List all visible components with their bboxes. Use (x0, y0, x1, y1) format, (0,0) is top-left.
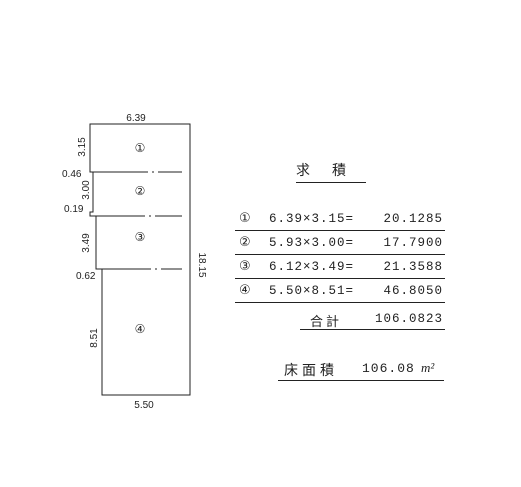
dim-bottom-width: 5.50 (134, 400, 154, 411)
calc-row-4-expr: 5.50×8.51= (269, 284, 355, 298)
calc-row-2: ② 5.93×3.00= 17.7900 (235, 232, 445, 255)
total-value: 106.0823 (374, 312, 443, 326)
calc-row-1-expr: 6.39×3.15= (269, 212, 355, 226)
calc-row-2-expr: 5.93×3.00= (269, 236, 355, 250)
dim-room3-offset: 0.19 (64, 204, 84, 215)
dim-room2-offset: 0.46 (62, 169, 82, 180)
calc-row-4-result: 46.8050 (383, 284, 443, 298)
calc-row-3-number: ③ (239, 259, 252, 274)
floor-area-row: 床面積 106.08 m² (278, 358, 444, 381)
room-label-1: ① (135, 141, 146, 155)
floor-area-unit: m² (421, 360, 435, 375)
floor-area-value: 106.08 (362, 361, 415, 376)
dim-room4-height: 8.51 (89, 328, 100, 348)
room-label-3: ③ (135, 230, 146, 244)
dim-room2-height: 3.00 (81, 180, 92, 200)
room-label-4: ④ (135, 322, 146, 336)
dim-top-width: 6.39 (126, 113, 146, 124)
calc-row-3-result: 21.3588 (383, 260, 443, 274)
calc-row-3: ③ 6.12×3.49= 21.3588 (235, 256, 445, 279)
calc-row-2-result: 17.7900 (383, 236, 443, 250)
dim-room3-height: 3.49 (81, 233, 92, 253)
floor-area-label: 床面積 (284, 363, 338, 379)
calc-row-4-number: ④ (239, 283, 252, 298)
calc-row-1-number: ① (239, 211, 252, 226)
calc-row-1: ① 6.39×3.15= 20.1285 (235, 208, 445, 231)
total-label: 合計 (310, 315, 343, 330)
calc-row-1-result: 20.1285 (383, 212, 443, 226)
dim-room4-offset: 0.62 (76, 271, 96, 282)
dim-total-height: 18.15 (196, 252, 207, 277)
dim-room1-height: 3.15 (77, 137, 88, 157)
total-row: 合計 106.0823 (300, 309, 445, 330)
calc-row-2-number: ② (239, 235, 252, 250)
area-calc-title: 求積 (296, 160, 366, 183)
calc-row-3-expr: 6.12×3.49= (269, 260, 355, 274)
calc-row-4: ④ 5.50×8.51= 46.8050 (235, 280, 445, 303)
floor-plan-diagram: 6.39 3.15 0.46 3.00 0.19 3.49 0.62 8.51 … (62, 113, 207, 411)
plan-outline (89, 123, 191, 396)
room-label-2: ② (135, 184, 146, 198)
